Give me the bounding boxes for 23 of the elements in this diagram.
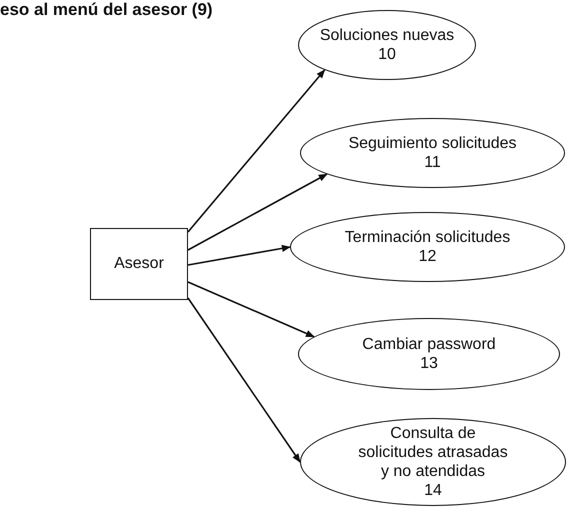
node-label: Seguimiento solicitudes xyxy=(348,134,517,153)
node-label: Cambiar password xyxy=(362,334,496,354)
node-label: Consulta de solicitudes atrasadas y no atendidas xyxy=(357,424,509,482)
arrow xyxy=(187,69,326,233)
node-number: 13 xyxy=(420,354,438,374)
node-number: 12 xyxy=(418,247,436,266)
arrow xyxy=(188,173,328,251)
node-number: 11 xyxy=(424,153,441,172)
node-label: Soluciones nuevas xyxy=(320,26,454,45)
arrow xyxy=(188,281,315,338)
node-number: 10 xyxy=(378,45,396,64)
node-number: 14 xyxy=(424,481,442,500)
arrow xyxy=(188,244,291,266)
node-label: Terminación solicitudes xyxy=(344,228,510,247)
process-ellipse xyxy=(300,118,565,188)
process-ellipse xyxy=(300,418,566,506)
node-label: Asesor xyxy=(114,254,164,274)
arrow xyxy=(187,298,301,463)
process-ellipse xyxy=(298,10,476,80)
diagram-title: eso al menú del asesor (9) xyxy=(0,0,213,20)
process-ellipse xyxy=(290,212,565,282)
actor-box xyxy=(90,228,188,300)
process-ellipse xyxy=(298,318,560,390)
